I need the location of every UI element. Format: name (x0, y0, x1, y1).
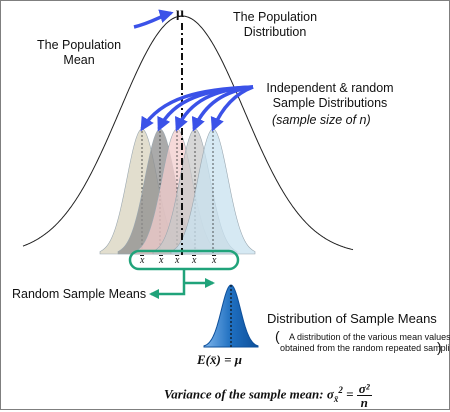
sample-distributions-label: Independent & random Sample Distribution… (266, 81, 394, 110)
variance-formula: Variance of the sample mean: σx̄2 = σ² n (164, 377, 372, 412)
expected-value-formula: E(x̄) = μ (197, 352, 242, 367)
note-close-paren: ) (437, 339, 442, 355)
sample-mean-4: x (192, 255, 197, 266)
sample-mean-5: x (212, 255, 217, 266)
variance-numerator: σ² (356, 380, 372, 396)
population-distribution-label: The Population Distribution (233, 10, 318, 39)
distribution-of-sample-means-label: Distribution of Sample Means (267, 311, 437, 326)
sample-distributions (99, 128, 256, 255)
arrow-to-label (149, 283, 186, 299)
mu-label: μ (176, 6, 184, 21)
variance-lhs: σ (326, 386, 334, 402)
sample-arrow-4 (191, 85, 254, 132)
population-distribution-curve (22, 15, 354, 251)
sample-mean-1: x (140, 255, 145, 266)
equals-sign: = (346, 386, 354, 402)
note-open-paren: ( (275, 328, 280, 344)
variance-denominator: n (360, 394, 368, 410)
population-mean-label: The Population Mean (37, 38, 122, 67)
sample-mean-2: x (159, 255, 164, 266)
random-sample-means-label: Random Sample Means (12, 287, 147, 301)
variance-fraction: σ² n (356, 380, 372, 410)
sample-arrow-5 (210, 85, 254, 132)
variance-label: Variance of the sample mean: (164, 386, 324, 402)
sample-mean-3: x (175, 255, 180, 266)
distribution-note: A distribution of the various mean value… (280, 332, 450, 353)
variance-sup: 2 (338, 385, 343, 395)
sample-size-label: (sample size of n) (272, 113, 371, 127)
mu-arrow (133, 9, 174, 29)
variance-sub: x̄ (333, 393, 339, 404)
sampling-distribution-curve (203, 284, 259, 348)
